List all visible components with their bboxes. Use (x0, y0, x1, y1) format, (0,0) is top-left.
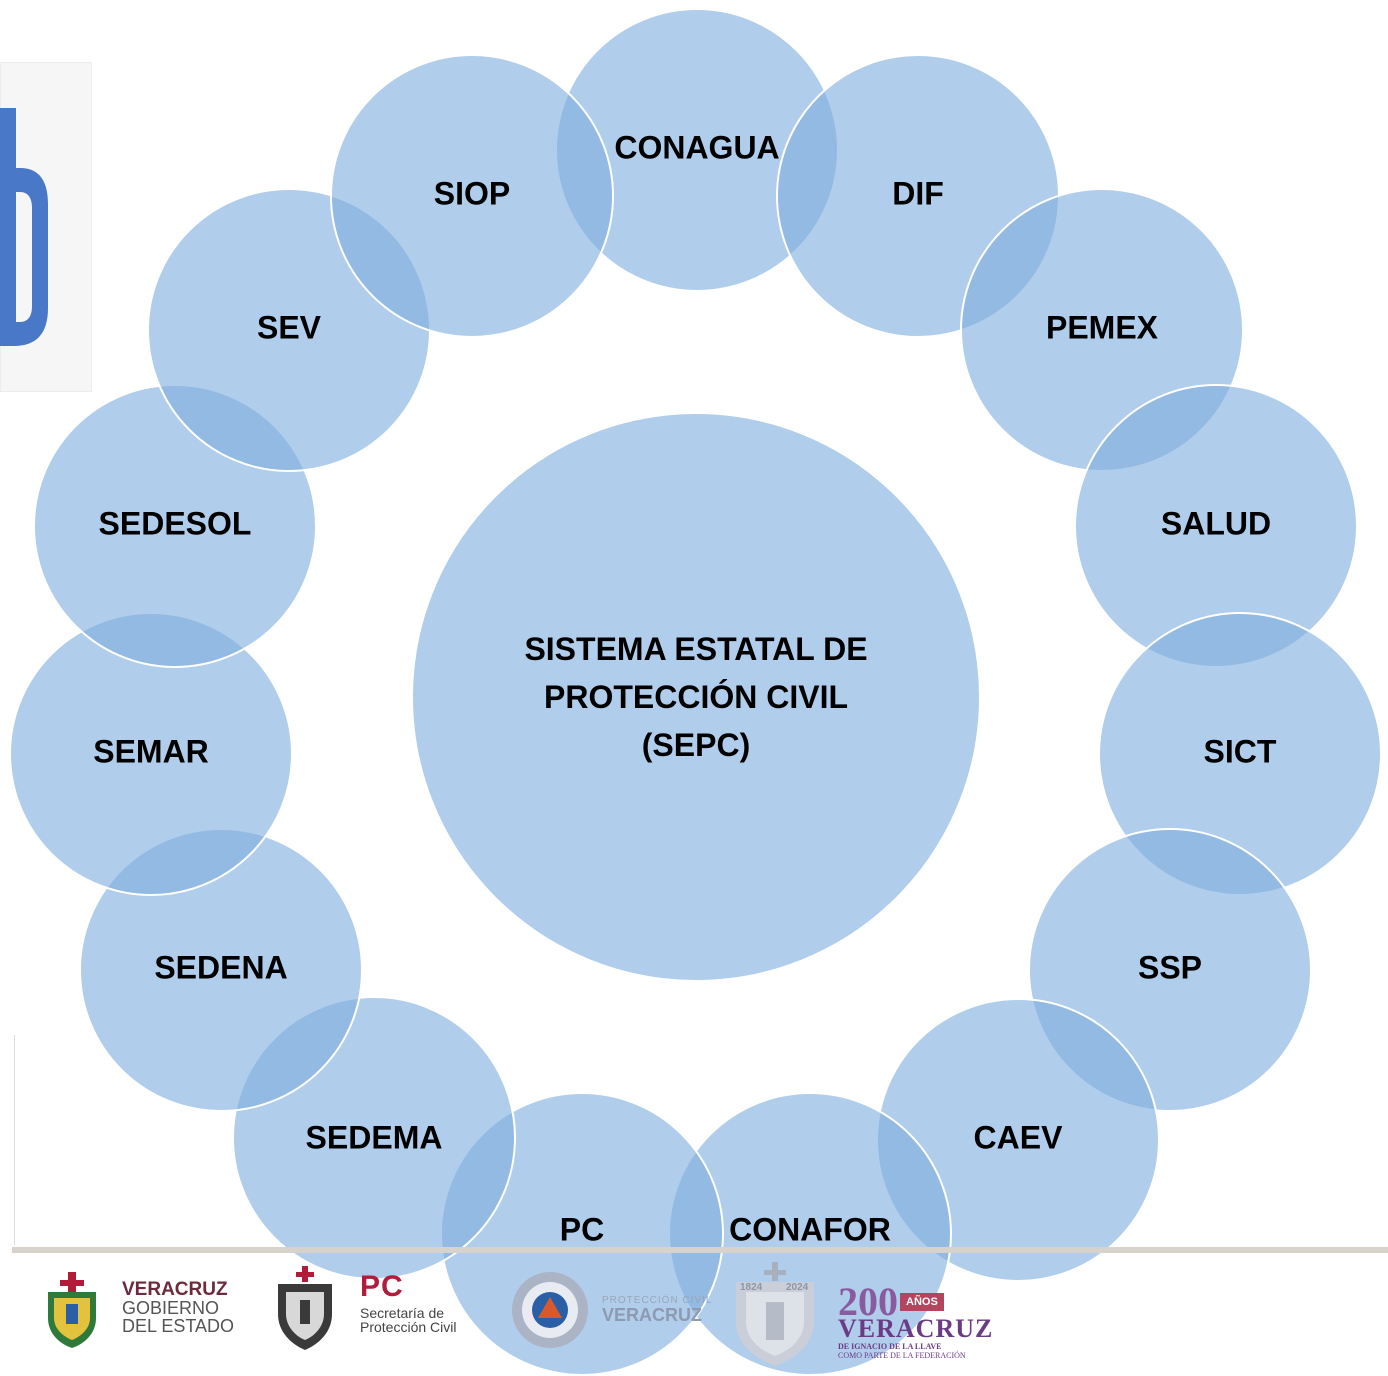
anniversary-badge: AÑOS (900, 1292, 944, 1311)
node-label-salud: SALUD (1160, 505, 1272, 542)
node-label-conagua: CONAGUA (614, 129, 780, 166)
node-label-pemex: PEMEX (1045, 309, 1159, 346)
pc-secretaria-logo: PC Secretaría de Protección Civil (272, 1266, 472, 1352)
anniversary-title: VERACRUZ (838, 1314, 994, 1343)
bicentennial-seal-logo: 1824 2024 (730, 1262, 820, 1366)
node-label-conafor: CONAFOR (729, 1211, 891, 1248)
proteccion-civil-veracruz-logo: PROTECCIÓN CIVIL VERACRUZ (510, 1270, 720, 1350)
pc-line-2: Protección Civil (360, 1319, 457, 1335)
veracruz-line-2: DEL ESTADO (122, 1316, 235, 1336)
anniversary-number: 200 (838, 1279, 898, 1324)
center-label-line-1: SISTEMA ESTATAL DE (524, 631, 868, 667)
veracruz-line-1: GOBIERNO (122, 1298, 220, 1318)
seal-year-left: 1824 (740, 1282, 763, 1293)
anniversary-sub-2: COMO PARTE DE LA FEDERACIÓN (838, 1351, 966, 1360)
veracruz-gobierno-logo: VERACRUZ GOBIERNO DEL ESTADO (40, 1270, 240, 1350)
node-label-semar: SEMAR (93, 733, 209, 770)
node-label-ssp: SSP (1137, 949, 1203, 986)
veracruz-coat-of-arms-icon (48, 1272, 96, 1348)
partial-logo-mark (0, 108, 48, 346)
node-label-sev: SEV (256, 309, 322, 346)
left-divider (14, 1035, 15, 1245)
circle-siop (330, 54, 614, 338)
node-label-dif: DIF (892, 175, 944, 212)
veracruz-200-logo: 200 AÑOS VERACRUZ DE IGNACIO DE LA LLAVE… (838, 1278, 992, 1360)
center-circle (411, 412, 981, 982)
circle-semar (9, 612, 293, 896)
pc-seal-icon (278, 1266, 332, 1350)
node-label-caev: CAEV (973, 1119, 1063, 1156)
bicentennial-seal-icon (736, 1262, 814, 1366)
node-label-pc: PC (559, 1211, 605, 1248)
center-label: SISTEMA ESTATAL DE PROTECCIÓN CIVIL (SEP… (524, 625, 867, 769)
veracruz-title: VERACRUZ (122, 1279, 228, 1300)
node-label-sict: SICT (1203, 733, 1277, 770)
node-label-sedema: SEDEMA (305, 1119, 443, 1156)
pcv-big-text: VERACRUZ (602, 1305, 703, 1325)
node-label-sedena: SEDENA (154, 949, 288, 986)
node-label-siop: SIOP (433, 175, 511, 212)
center-label-line-3: (SEPC) (641, 727, 751, 763)
pcv-small-text: PROTECCIÓN CIVIL (602, 1295, 713, 1306)
footer-rule (12, 1247, 1388, 1253)
anniversary-sub-1: DE IGNACIO DE LA LLAVE (838, 1342, 942, 1351)
pc-title: PC (360, 1270, 404, 1303)
civil-protection-triangle-icon (512, 1272, 588, 1348)
center-label-line-2: PROTECCIÓN CIVIL (543, 679, 848, 715)
pc-line-1: Secretaría de (360, 1305, 445, 1321)
node-label-sedesol: SEDESOL (98, 505, 252, 542)
seal-year-right: 2024 (786, 1282, 809, 1293)
